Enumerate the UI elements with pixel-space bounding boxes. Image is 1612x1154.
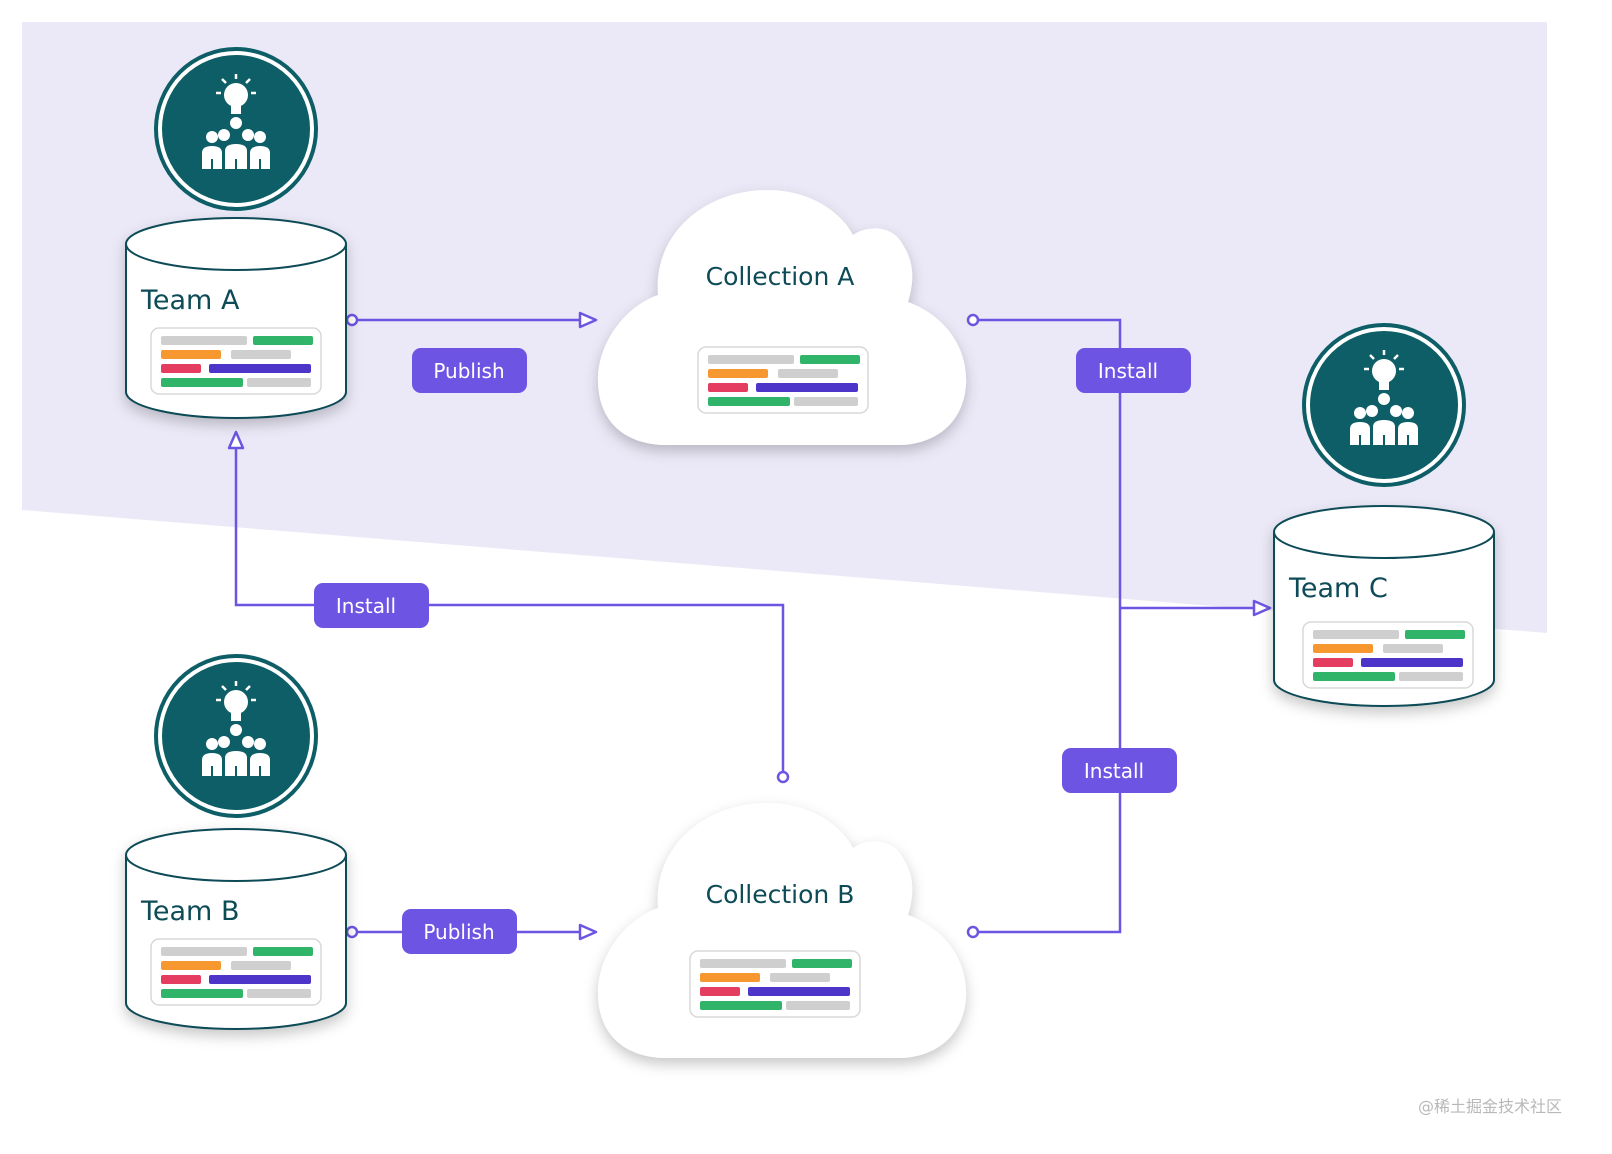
collection-a-panel <box>697 346 869 414</box>
publish-button[interactable]: Publish <box>402 909 517 954</box>
publish-label: Publish <box>423 920 494 944</box>
collection-b-panel <box>689 950 861 1018</box>
collection-a: Collection A <box>598 190 967 445</box>
connector-start-dot <box>776 770 790 784</box>
connector-collection-b-to-team-a <box>234 448 785 772</box>
connector-start-dot <box>966 925 980 939</box>
team-c: Team C <box>1273 323 1495 707</box>
team-b: Team B <box>125 654 347 1030</box>
collection-a-label: Collection A <box>706 262 855 291</box>
publish-label: Publish <box>433 359 504 383</box>
install-button[interactable]: Install <box>314 583 429 628</box>
team-a: Team A <box>125 47 347 419</box>
install-button[interactable]: Install <box>1062 748 1177 793</box>
publish-button[interactable]: Publish <box>412 348 527 393</box>
team-idea-icon <box>154 654 318 818</box>
connectors <box>227 311 1272 941</box>
team-idea-icon <box>1302 323 1466 487</box>
connector-start-dot <box>345 313 359 327</box>
team-a-label: Team A <box>140 285 240 316</box>
install-label: Install <box>336 594 396 618</box>
install-button[interactable]: Install <box>1076 348 1191 393</box>
arrowhead-icon <box>1252 599 1272 617</box>
collection-b: Collection B <box>598 803 967 1058</box>
team-b-panel <box>150 938 322 1006</box>
collection-b-label: Collection B <box>706 880 855 909</box>
connector-start-dot <box>966 313 980 327</box>
arrowhead-icon <box>578 311 598 329</box>
team-a-panel <box>150 327 322 395</box>
arrowhead-icon <box>578 923 598 941</box>
team-idea-icon <box>154 47 318 211</box>
install-label: Install <box>1098 359 1158 383</box>
connector-start-dot <box>345 925 359 939</box>
arrowhead-icon <box>227 430 245 450</box>
team-c-panel <box>1302 621 1474 689</box>
team-b-label: Team B <box>140 896 239 927</box>
install-label: Install <box>1084 759 1144 783</box>
team-c-label: Team C <box>1288 573 1388 604</box>
connector-collection-a-to-team-c <box>978 318 1122 934</box>
watermark: @稀土掘金技术社区 <box>1418 1097 1562 1116</box>
